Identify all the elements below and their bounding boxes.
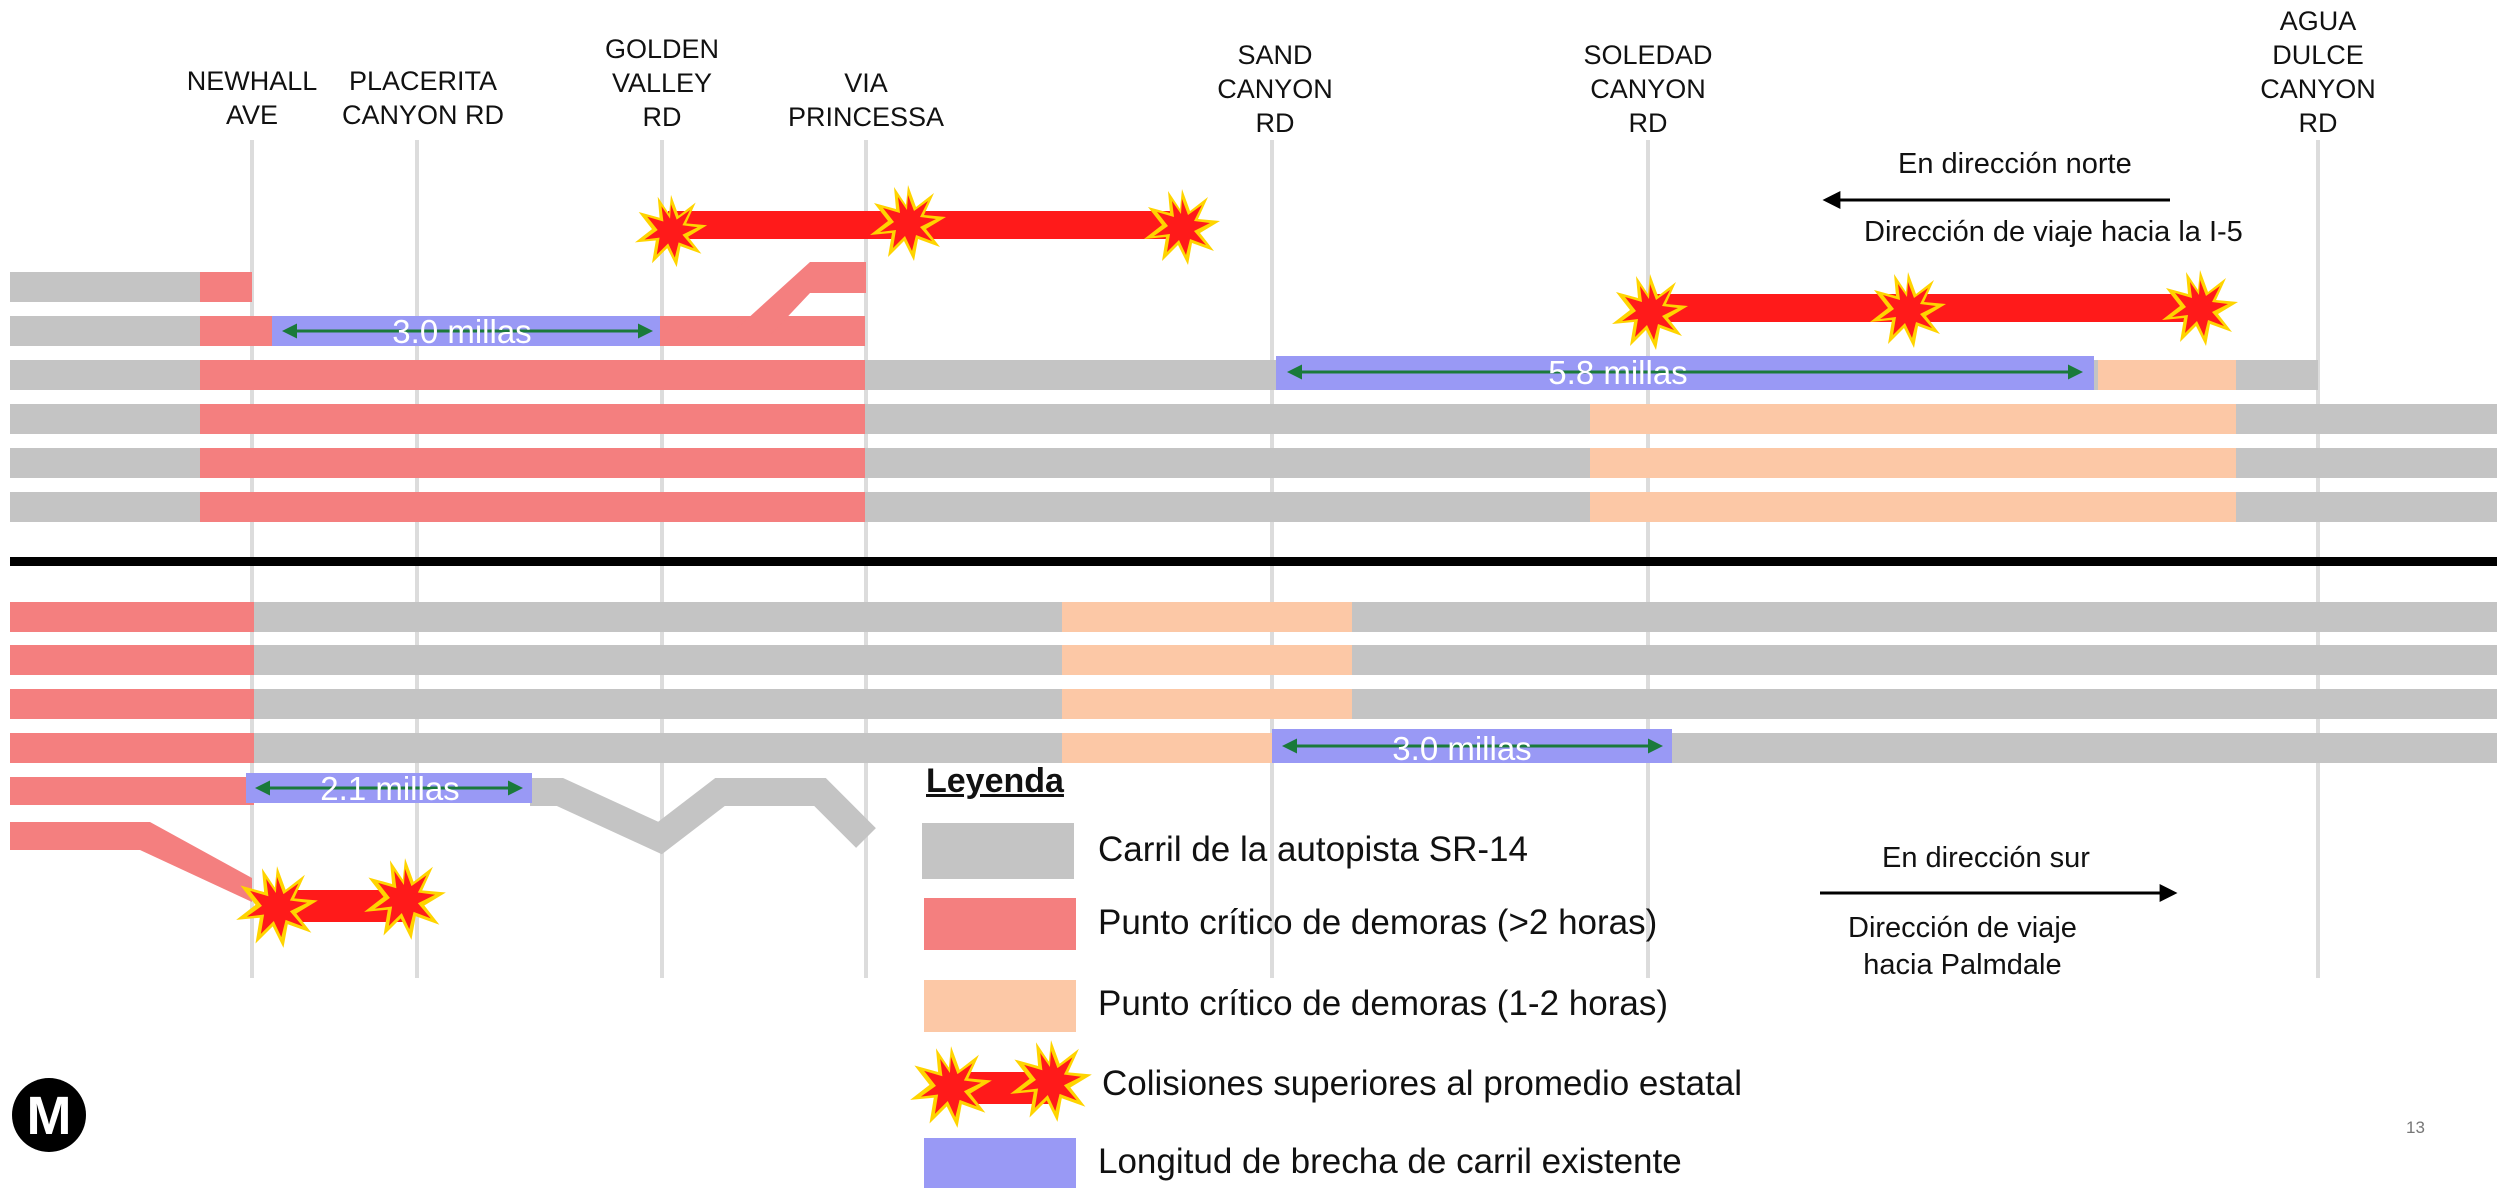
legend-title: Leyenda — [926, 762, 1064, 800]
gap-label-north-2: 5.8 millas — [1548, 354, 1687, 391]
legend-label-lane: Carril de la autopista SR-14 — [1098, 830, 1528, 869]
southbound-title: En dirección sur — [1882, 842, 2090, 874]
street-label-golden-valley: GOLDEN VALLEY RD — [604, 34, 720, 132]
gap-label-south-1: 2.1 millas — [320, 770, 459, 807]
gap-label-north-1: 3.0 millas — [392, 313, 531, 350]
northbound-title: En dirección norte — [1898, 148, 2132, 180]
gap-label-south-2: 3.0 millas — [1392, 730, 1531, 767]
southbound-subtitle: Dirección de viaje hacia Palmdale — [1848, 912, 2077, 981]
northbound-subtitle: Dirección de viaje hacia la I-5 — [1864, 216, 2243, 248]
collision-hotspots — [236, 185, 2238, 948]
street-label-soledad-canyon: SOLEDAD CANYON RD — [1583, 40, 1713, 138]
legend-swatches — [910, 823, 1092, 1188]
metro-logo: M — [12, 1078, 86, 1152]
legend-swatch-lane — [922, 823, 1074, 879]
legend-label-delay-high: Punto crítico de demoras (>2 horas) — [1098, 903, 1658, 942]
street-label-agua-dulce: AGUA DULCE CANYON RD — [2260, 6, 2376, 138]
northbound-lanes — [10, 262, 2497, 522]
legend-label-collision: Colisiones superiores al promedio estata… — [1102, 1064, 1743, 1103]
median-divider — [10, 557, 2497, 566]
page-number: 13 — [2406, 1118, 2425, 1137]
legend-label-delay-mid: Punto crítico de demoras (1-2 horas) — [1098, 984, 1668, 1023]
street-label-via-princessa: VIA PRINCESSA — [787, 68, 945, 132]
legend-swatch-delay-high — [924, 898, 1076, 950]
legend-swatch-gap — [924, 1138, 1076, 1188]
street-label-placerita: PLACERITA CANYON RD — [341, 66, 505, 130]
lane-gaps — [246, 316, 2094, 803]
legend-swatch-collision — [910, 1040, 1092, 1128]
legend-label-gap: Longitud de brecha de carril existente — [1098, 1142, 1682, 1181]
legend-swatch-delay-mid — [924, 980, 1076, 1032]
street-label-sand-canyon: SAND CANYON RD — [1217, 40, 1333, 138]
street-label-newhall: NEWHALL AVE — [186, 66, 318, 130]
